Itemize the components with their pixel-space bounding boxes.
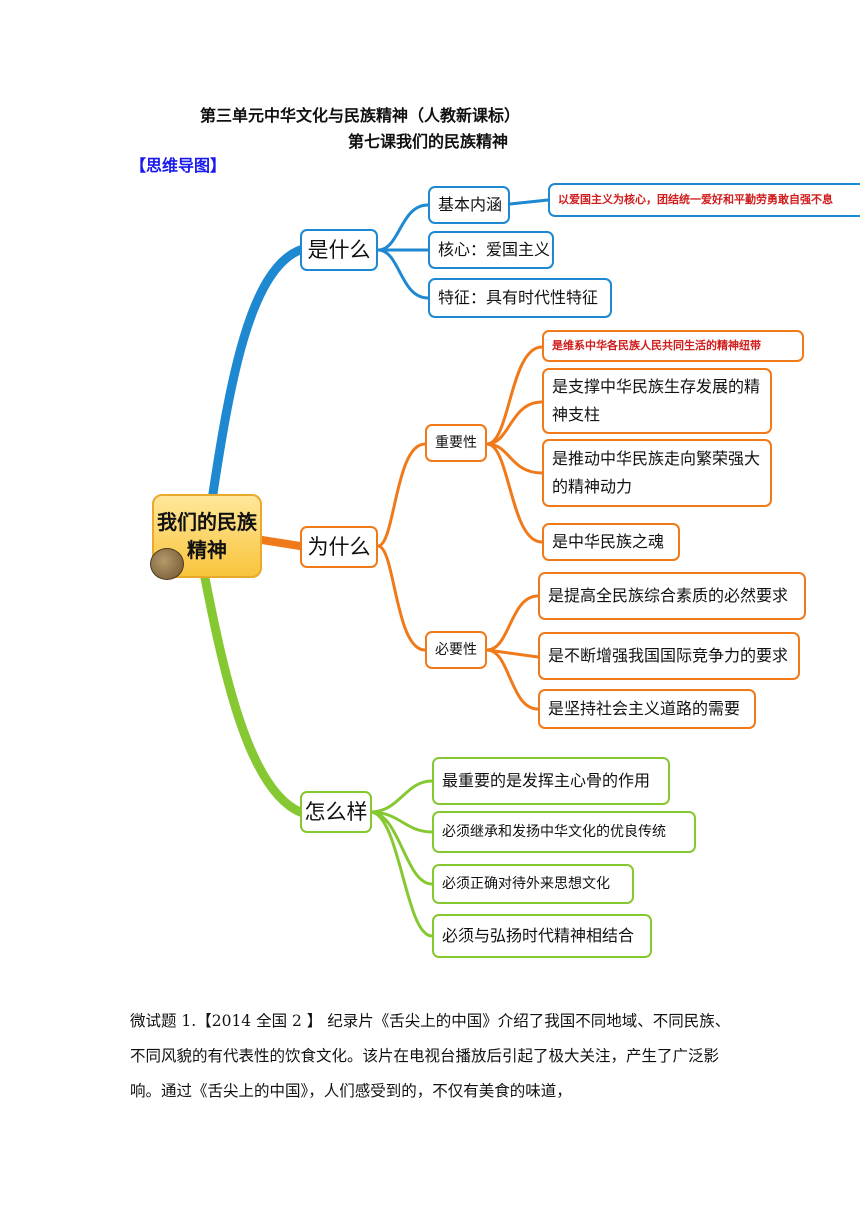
center-line-2: 精神 — [187, 538, 227, 562]
mindmap-center-node: 我们的民族 精神 — [152, 494, 262, 578]
necessity-item-competitiveness: 是不断增强我国国际竞争力的要求 — [538, 632, 800, 680]
importance-item-pillar: 是支撑中华民族生存发展的精神支柱 — [542, 368, 772, 434]
necessity-item-quality: 是提高全民族综合素质的必然要求 — [538, 572, 806, 620]
branch-how-connector — [200, 573, 305, 817]
what-definition-text: 以爱国主义为核心，团结统一爱好和平勤劳勇敢自强不息 — [558, 193, 833, 206]
what-definition-box: 以爱国主义为核心，团结统一爱好和平勤劳勇敢自强不息 — [548, 183, 860, 217]
importance-item-power: 是推动中华民族走向繁荣强大的精神动力 — [542, 439, 772, 507]
why-necessity-node: 必要性 — [425, 631, 487, 669]
how-item-backbone: 最重要的是发挥主心骨的作用 — [432, 757, 670, 805]
how-item-era-spirit: 必须与弘扬时代精神相结合 — [432, 914, 652, 958]
branch-why-connector — [258, 536, 304, 550]
branch-what-node: 是什么 — [300, 229, 378, 271]
what-item-core: 核心：爱国主义 — [428, 231, 554, 269]
importance-item-bond: 是维系中华各民族人民共同生活的精神纽带 — [542, 330, 804, 362]
why-importance-node: 重要性 — [425, 424, 487, 462]
what-item-basic-meaning: 基本内涵 — [428, 186, 510, 224]
mindmap-connectors — [200, 198, 550, 938]
lesson-title: 第七课我们的民族精神 — [348, 132, 509, 151]
importance-item-soul: 是中华民族之魂 — [542, 523, 680, 561]
importance-item-bond-text: 是维系中华各民族人民共同生活的精神纽带 — [552, 339, 761, 352]
exercise-paragraph: 微试题 1.【2014 全国 2 】 纪录片《舌尖上的中国》介绍了我国不同地域、… — [130, 1012, 731, 1100]
document-title: 第三单元中华文化与民族精神（人教新课标） — [200, 106, 521, 125]
coin-icon — [150, 548, 184, 580]
branch-why-node: 为什么 — [300, 526, 378, 568]
how-item-foreign-culture: 必须正确对待外来思想文化 — [432, 864, 634, 904]
what-item-feature: 特征：具有时代性特征 — [428, 278, 612, 318]
necessity-item-socialism: 是坚持社会主义道路的需要 — [538, 689, 756, 729]
branch-what-connector — [207, 245, 305, 505]
branch-how-node: 怎么样 — [300, 791, 372, 833]
center-line-1: 我们的民族 — [157, 510, 257, 534]
section-tag-mindmap: 【思维导图】 — [130, 156, 227, 175]
how-item-tradition: 必须继承和发扬中华文化的优良传统 — [432, 811, 696, 853]
